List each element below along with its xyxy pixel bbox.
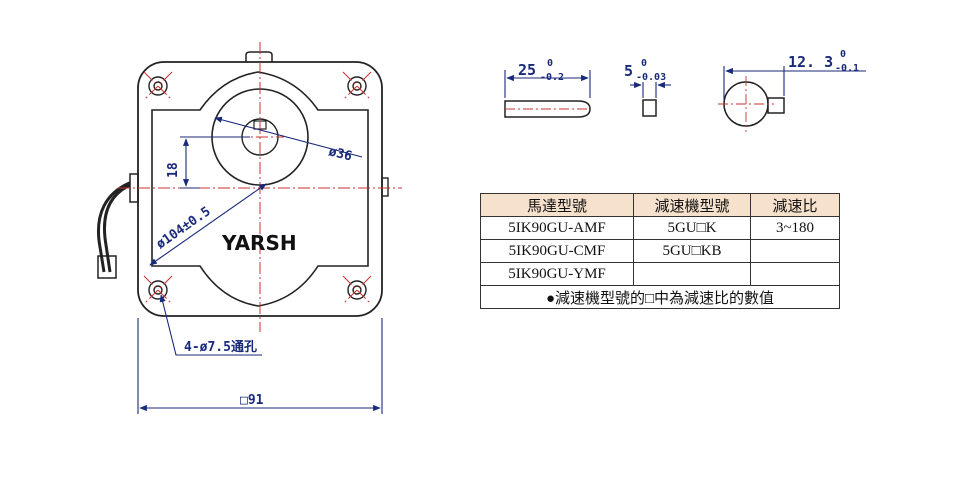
cell-motor-model: 5IK90GU-AMF xyxy=(480,216,634,240)
cell-ratio xyxy=(750,239,840,263)
cell-ratio xyxy=(750,262,840,286)
table-row: 5IK90GU-AMF 5GU□K 3~180 xyxy=(480,216,840,240)
dim-18-label: 18 xyxy=(166,162,181,178)
shaft-length-view xyxy=(504,100,591,118)
table-header-row: 馬達型號 減速機型號 減速比 xyxy=(480,193,840,217)
key-width-main: 5 xyxy=(624,62,633,80)
table-row: 5IK90GU-CMF 5GU□KB xyxy=(480,239,840,263)
front-dimensions xyxy=(137,116,383,414)
cell-motor-model: 5IK90GU-YMF xyxy=(480,262,634,286)
shaft-length-main: 25 xyxy=(518,61,536,79)
cell-motor-model: 5IK90GU-CMF xyxy=(480,239,634,263)
shaft-dia-main: 12. 3 xyxy=(788,53,833,71)
key-width-upper: 0 xyxy=(641,58,647,69)
dim-36-label: ø36 xyxy=(327,144,354,164)
shaft-dia-upper: 0 xyxy=(840,49,846,60)
header-gearbox-model: 減速機型號 xyxy=(633,193,751,217)
cell-gearbox-model: 5GU□K xyxy=(633,216,751,240)
centerlines xyxy=(118,42,402,332)
shaft-dia-lower: -0.1 xyxy=(835,63,859,74)
brand-label: YARSH xyxy=(221,231,297,255)
mount-holes xyxy=(148,76,367,300)
header-ratio: 減速比 xyxy=(750,193,840,217)
key-width-lower: -0.03 xyxy=(636,72,666,83)
holes-label: 4-ø7.5通孔 xyxy=(184,339,257,355)
spec-table: 馬達型號 減速機型號 減速比 5IK90GU-AMF 5GU□K 3~180 5… xyxy=(480,193,840,309)
table-note-row: ●減速機型號的□中為減速比的數值 xyxy=(480,285,840,309)
table-note: ●減速機型號的□中為減速比的數值 xyxy=(480,285,840,309)
cell-gearbox-model xyxy=(633,262,751,286)
cell-ratio: 3~180 xyxy=(750,216,840,240)
shaft-length-lower: -0.2 xyxy=(540,72,564,83)
shaft-length-upper: 0 xyxy=(547,58,553,69)
table-row: 5IK90GU-YMF xyxy=(480,262,840,286)
cell-gearbox-model: 5GU□KB xyxy=(633,239,751,263)
dim-104-label: ø104±0.5 xyxy=(154,204,214,252)
square-91-label: □91 xyxy=(240,393,264,408)
key-view xyxy=(642,99,657,117)
front-view xyxy=(97,51,389,317)
header-motor-model: 馬達型號 xyxy=(480,193,634,217)
